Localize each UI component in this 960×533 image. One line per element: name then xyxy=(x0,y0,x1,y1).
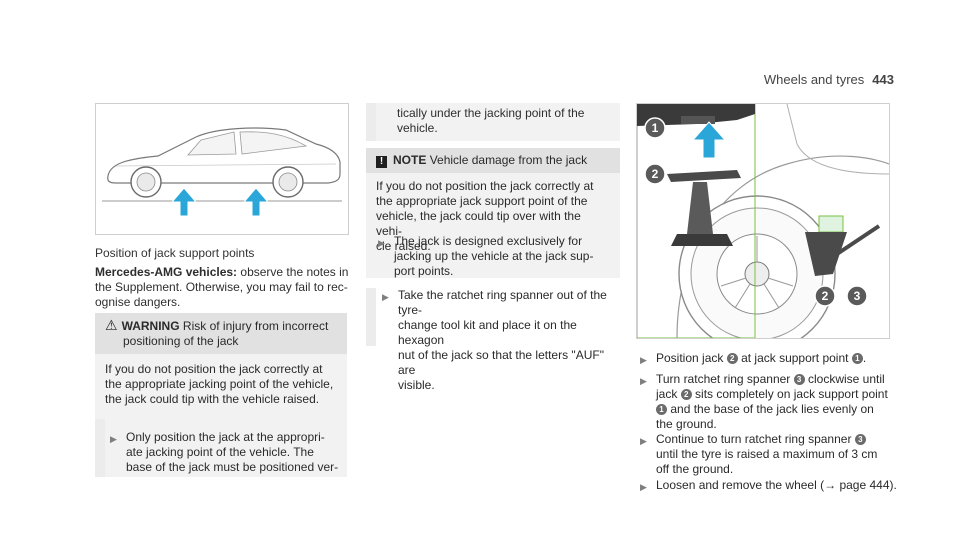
note-title: NOTE xyxy=(393,153,427,167)
turn-l2a: jack xyxy=(656,387,678,401)
bullet-arrow-icon: ▶ xyxy=(640,482,647,492)
note-body: If you do not position the jack correctl… xyxy=(366,173,620,262)
bullet-arrow-icon: ▶ xyxy=(378,238,385,248)
warning-title-rest-2: positioning of the jack xyxy=(123,334,239,348)
cont-l2: until the tyre is raised a maximum of 3 … xyxy=(656,447,878,461)
note-step-line-1: The jack is designed exclusively for xyxy=(394,234,583,248)
cont-l1a: Continue to turn ratchet ring spanner xyxy=(656,432,852,446)
take-step-line-3: nut of the jack so that the letters "AUF… xyxy=(398,348,604,377)
warning-title-rest-1: Risk of injury from incorrect xyxy=(182,319,329,333)
ref-1: 1 xyxy=(851,353,863,364)
amg-line-1: observe the notes in xyxy=(240,265,349,279)
warning-line-2: the appropriate jacking point of the veh… xyxy=(105,377,334,391)
jack-figure: 1 2 2 3 xyxy=(636,103,890,353)
callout-2-bg xyxy=(644,163,666,185)
warning-box: ⚠WARNING Risk of injury from incorrect p… xyxy=(95,313,347,419)
callout-2: 2 xyxy=(652,167,659,181)
continued-line-2: vehicle. xyxy=(397,121,438,135)
continued-line-1: tically under the jacking point of the xyxy=(397,106,585,120)
bullet-arrow-icon: ▶ xyxy=(382,292,389,302)
car-side-figure xyxy=(95,103,349,235)
take-step-line-4: visible. xyxy=(398,378,435,392)
step-bar xyxy=(366,288,376,346)
warning-triangle-icon: ⚠ xyxy=(105,317,118,333)
bullet-arrow-icon: ▶ xyxy=(640,436,647,446)
jack-illustration: 1 2 2 3 xyxy=(636,103,890,353)
callout-3-bg xyxy=(846,285,868,307)
position-jack-step: ▶ Position jack 2 at jack support point … xyxy=(640,351,900,368)
ref-3: 3 xyxy=(793,374,805,385)
note-exclamation-icon: ! xyxy=(376,156,387,168)
page-number: 443 xyxy=(872,72,894,87)
note-line-2: the appropriate jack support point of th… xyxy=(376,194,588,208)
note-box: ! NOTE Vehicle damage from the jack If yo… xyxy=(366,148,620,278)
bullet-arrow-icon: ▶ xyxy=(640,355,647,365)
running-header: Wheels and tyres 443 xyxy=(764,72,894,87)
warning-body: If you do not position the jack correctl… xyxy=(95,354,347,415)
note-line-3: vehicle, the jack could tip over with th… xyxy=(376,209,581,238)
remove-wheel-text[interactable]: Loosen and remove the wheel (→ page 444)… xyxy=(656,478,897,492)
note-line-1: If you do not position the jack correctl… xyxy=(376,179,594,193)
callout-1: 1 xyxy=(652,121,659,135)
note-step: ▶ The jack is designed exclusively for j… xyxy=(378,234,618,279)
take-step-line-1: Take the ratchet ring spanner out of the… xyxy=(398,288,607,317)
warning-title: WARNING xyxy=(121,319,180,333)
note-title-rest: Vehicle damage from the jack xyxy=(429,153,588,167)
ref-3: 3 xyxy=(854,434,866,445)
continue-turn-step: ▶ Continue to turn ratchet ring spanner … xyxy=(640,432,910,477)
turn-l3b: and the base of the jack lies evenly on xyxy=(670,402,874,416)
turn-l1a: Turn ratchet ring spanner xyxy=(656,372,791,386)
warning-step-line-3: base of the jack must be positioned ver- xyxy=(126,460,339,474)
figure-caption: Position of jack support points xyxy=(95,246,255,260)
take-step-line-2: change tool kit and place it on the hexa… xyxy=(398,318,577,347)
ref-2: 2 xyxy=(680,389,692,400)
turn-l2b: sits completely on jack support point xyxy=(695,387,888,401)
warning-line-3: the jack could tip with the vehicle rais… xyxy=(105,392,320,406)
warning-continuation-bar xyxy=(95,419,105,477)
callout-1-bg xyxy=(644,117,666,139)
pos-text-1: Position jack xyxy=(656,351,724,365)
bullet-arrow-icon: ▶ xyxy=(640,376,647,386)
callout-3: 3 xyxy=(854,289,861,303)
pos-text-3: . xyxy=(862,351,867,365)
section-title: Wheels and tyres xyxy=(763,72,865,87)
warning-step-line-2: ate jacking point of the vehicle. The xyxy=(126,445,314,459)
car-side-illustration xyxy=(102,127,342,217)
note-step-line-2: jacking up the vehicle at the jack sup- xyxy=(394,249,594,263)
note-header: ! NOTE Vehicle damage from the jack xyxy=(366,148,620,173)
amg-line-2: the Supplement. Otherwise, you may fail … xyxy=(95,280,348,294)
take-spanner-step: ▶ Take the ratchet ring spanner out of t… xyxy=(382,288,622,393)
amg-lead: Mercedes-AMG vehicles: xyxy=(95,265,238,279)
ref-1: 1 xyxy=(656,404,667,415)
remove-wheel-step: ▶ Loosen and remove the wheel (→ page 44… xyxy=(640,478,910,495)
continued-bar xyxy=(366,103,376,141)
continued-box xyxy=(366,103,620,141)
callout-2b: 2 xyxy=(822,289,829,303)
turn-spanner-step: ▶ Turn ratchet ring spanner 3 clockwise … xyxy=(640,372,910,432)
note-line-4: cle raised. xyxy=(376,239,431,253)
continued-text: tically under the jacking point of the v… xyxy=(397,106,584,136)
note-step-line-3: port points. xyxy=(394,264,454,278)
warning-line-1: If you do not position the jack correctl… xyxy=(105,362,323,376)
turn-l1b: clockwise until xyxy=(807,372,885,386)
warning-header: ⚠WARNING Risk of injury from incorrect p… xyxy=(95,313,347,354)
cont-l3: off the ground. xyxy=(656,462,734,476)
amg-line-3: ognise dangers. xyxy=(95,295,181,309)
warning-step-line-1: Only position the jack at the appropri- xyxy=(126,430,325,444)
warning-step: ▶ Only position the jack at the appropri… xyxy=(110,430,350,475)
bullet-arrow-icon: ▶ xyxy=(110,434,117,444)
callout-2b-bg xyxy=(814,285,836,307)
ref-2: 2 xyxy=(726,353,738,364)
turn-l4: the ground. xyxy=(656,417,717,431)
amg-note: Mercedes-AMG vehicles: observe the notes… xyxy=(95,265,355,310)
pos-text-2: at jack support point xyxy=(741,351,849,365)
